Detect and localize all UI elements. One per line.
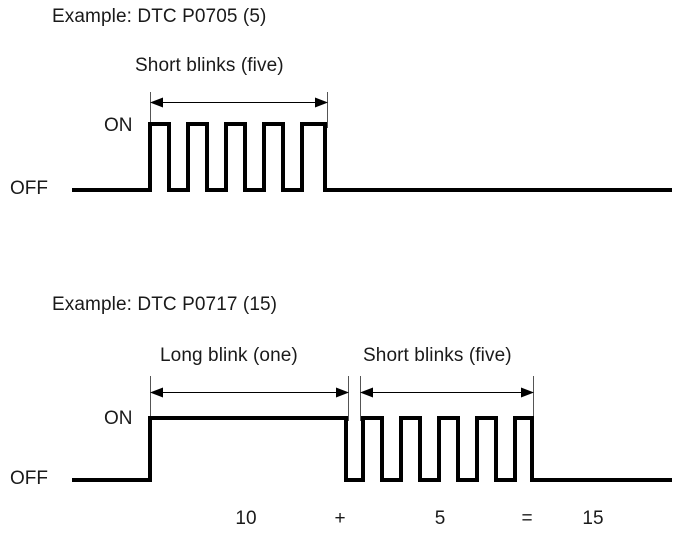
equation-long-value: 10 (235, 508, 257, 529)
example-1-on-label: ON (104, 115, 133, 136)
example-1-caption-short-blinks: Short blinks (five) (135, 55, 284, 76)
example-1-signal-trace (72, 121, 672, 193)
example-2-title: Example: DTC P0717 (15) (52, 294, 278, 315)
equation-short-value: 5 (434, 508, 446, 529)
equation-total-value: 15 (582, 508, 604, 529)
example-2-waveform (72, 376, 672, 483)
example-2-caption-short-blinks: Short blinks (five) (363, 345, 512, 366)
example-2-signal-trace (72, 415, 672, 483)
example-2-caption-long-blink: Long blink (one) (160, 345, 298, 366)
example-2-off-label: OFF (10, 468, 48, 489)
example-2-short-span-arrow (360, 387, 534, 398)
example-1-span-arrow (150, 97, 328, 108)
example-1-waveform (72, 92, 672, 193)
equation-plus-operator: + (334, 508, 346, 529)
example-1-off-label: OFF (10, 178, 48, 199)
example-1-title: Example: DTC P0705 (5) (52, 6, 267, 27)
example-2-on-label: ON (104, 408, 133, 429)
equation-equals-operator: = (521, 508, 533, 529)
example-2-long-span-arrow (150, 387, 349, 398)
